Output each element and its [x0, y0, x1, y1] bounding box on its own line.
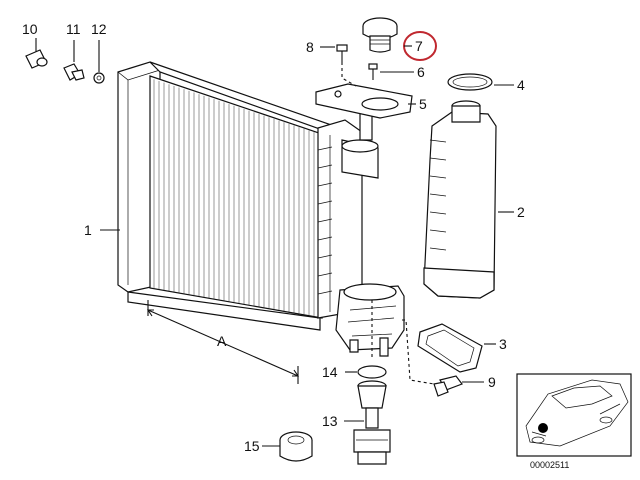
callout-2: 2: [517, 204, 525, 220]
callout-1: 1: [84, 222, 92, 238]
callout-8: 8: [306, 39, 314, 55]
radiator: [117, 61, 405, 357]
drain-plug: [433, 375, 463, 397]
dimension-label: A: [217, 333, 227, 349]
screw-6: [368, 63, 378, 80]
callout-13: 13: [322, 413, 338, 429]
callout-4: 4: [517, 77, 525, 93]
callout-5: 5: [419, 96, 427, 112]
bracket-plate: [315, 83, 413, 119]
sleeve-fitting: [353, 380, 391, 465]
washer-12: [93, 72, 105, 84]
seal-gasket: [417, 323, 483, 373]
expansion-tank: [423, 100, 497, 299]
callout-3: 3: [499, 336, 507, 352]
callout-6: 6: [417, 64, 425, 80]
callout-9: 9: [488, 374, 496, 390]
o-ring: [357, 365, 387, 379]
inset-car-location: [516, 373, 632, 457]
filler-cap: [362, 17, 398, 53]
callout-10: 10: [22, 21, 38, 37]
callout-12: 12: [91, 21, 107, 37]
gasket-ring: [447, 73, 493, 91]
inset-code: 00002511: [530, 460, 569, 470]
screw-8: [336, 44, 348, 62]
temp-sensor-10: [25, 49, 48, 69]
callout-15: 15: [244, 438, 260, 454]
callout-11: 11: [66, 21, 81, 37]
fitting-11: [63, 63, 85, 81]
location-dot: [538, 423, 548, 433]
hex-nut: [279, 431, 313, 462]
callout-14: 14: [322, 364, 338, 380]
callout-7: 7: [415, 38, 423, 54]
leader-lines: [35, 38, 514, 447]
